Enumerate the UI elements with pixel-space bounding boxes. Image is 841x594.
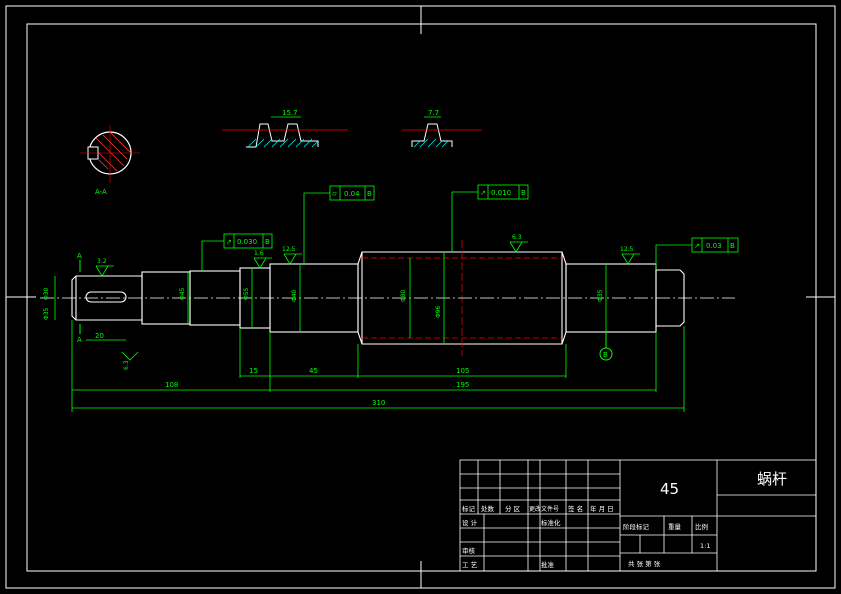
rough-2: 12.5 [282, 246, 296, 253]
tol-mid-value: 0.010 [491, 189, 511, 197]
outer-border [5, 5, 836, 589]
length-dims [71, 320, 685, 412]
tol-right-leader [655, 244, 692, 270]
tol-mid-leader [451, 191, 478, 252]
tb-material: 45 [660, 480, 679, 498]
keyway [85, 291, 127, 303]
tol-left-value: 0.030 [237, 238, 257, 246]
tolerance-leaders [201, 184, 739, 272]
tb-scale-label: 比例 [695, 522, 708, 531]
tol-right-value: 0.03 [706, 242, 722, 250]
rough-5: 12.5 [620, 246, 634, 253]
tooth-profile-left-dim: 15.7 [282, 109, 298, 117]
tol-right-symbol: ↗ [694, 242, 700, 250]
tol-cyl-symbol: ⌭ [332, 190, 337, 198]
title-block-texts: 45 蜗杆 标记 处数 分 区 更改文件号 签 名 年 月 日 设 计 标准化 … [462, 470, 787, 569]
roughness-marks [95, 241, 640, 361]
title-block-frame [459, 459, 817, 572]
tooth-profile-right: 7.7 [402, 109, 482, 148]
dim-len-105: 105 [456, 367, 469, 375]
tb-header-4: 签 名 [568, 504, 583, 513]
dim-d-mid1: Φ45 [179, 287, 186, 300]
tb-header-2: 分 区 [505, 504, 521, 513]
rough-1: 3.2 [97, 258, 107, 265]
tol-left-leader [201, 240, 224, 272]
rough-4: 6.3 [512, 234, 522, 241]
tooth-profile-right-hatch [413, 138, 449, 148]
title-block [459, 459, 817, 572]
tol-left-frame [223, 233, 273, 249]
rough-mark-4 [509, 241, 528, 253]
dim-d-right: Φ35 [597, 289, 604, 302]
dim-d-mid3: Φ40 [291, 289, 298, 302]
tb-approve: 批准 [541, 560, 555, 569]
dim-len-keyway: 20 [95, 332, 104, 340]
dim-total: 310 [372, 399, 385, 407]
rough-3: 1.6 [254, 250, 264, 257]
rough-mark-6 [121, 351, 139, 361]
tb-header-0: 标记 [462, 504, 476, 513]
inner-border [26, 23, 817, 572]
tb-standardize: 标准化 [541, 518, 561, 527]
section-view: A-A [80, 125, 140, 196]
rough-mark-2 [283, 253, 302, 265]
rough-mark-5 [621, 253, 640, 265]
tol-cyl-datum: B [367, 190, 372, 198]
section-label: A-A [95, 188, 107, 196]
section-mark-bottom: A [77, 336, 82, 344]
dim-len-45: 45 [309, 367, 318, 375]
tb-scale: 1:1 [700, 542, 710, 550]
tol-left-symbol: ↗ [226, 238, 232, 246]
length-texts: 20 108 15 45 105 195 310 [95, 332, 469, 407]
tb-part-name: 蜗杆 [757, 470, 787, 488]
tooth-profile-left: 15.7 [222, 109, 348, 148]
tb-header-1: 处数 [481, 504, 495, 513]
tooth-profile-left-shape [246, 123, 319, 148]
tol-right-datum: B [730, 242, 735, 250]
tooth-profile-right-shape [411, 123, 453, 147]
diameter-dims [54, 252, 607, 344]
tooth-profile-right-dim: 7.7 [428, 109, 439, 117]
diameter-texts: Φ30 Φ35 Φ45 Φ55 Φ40 Φ80 Φ96 Φ35 [43, 287, 604, 320]
tb-header-3: 更改文件号 [529, 505, 559, 513]
tol-left-datum: B [265, 238, 270, 246]
tol-mid-datum: B [521, 189, 526, 197]
tol-right-frame [691, 237, 739, 253]
dim-d-left1: Φ30 [43, 287, 50, 300]
tb-weight: 重量 [668, 523, 682, 531]
rough-6: 6.3 [123, 360, 130, 370]
rough-mark-1 [95, 265, 114, 277]
dim-d-worm: Φ80 [400, 289, 407, 302]
tb-design: 设 计 [462, 518, 478, 527]
datum-label: B [603, 351, 608, 359]
tooth-profile-left-hatch [247, 138, 319, 148]
tol-cyl-frame [329, 185, 375, 201]
tol-mid-symbol: ↗ [480, 189, 486, 197]
dim-d-left2: Φ35 [43, 307, 50, 320]
tolerance-texts: ↗ 0.030 B ⌭ 0.04 B ↗ 0.010 B ↗ 0.03 B [226, 189, 735, 250]
tol-cyl-leader [303, 192, 330, 264]
dim-len-195: 195 [456, 381, 469, 389]
tol-mid-frame [477, 184, 529, 200]
section-mark-top: A [77, 252, 82, 260]
tb-process: 工 艺 [462, 561, 478, 569]
tb-header-5: 年 月 日 [590, 504, 614, 513]
dim-len-15: 15 [249, 367, 258, 375]
roughness-texts: 3.2 12.5 1.6 6.3 12.5 6.3 [97, 234, 634, 370]
tol-cyl-value: 0.04 [344, 190, 360, 198]
dim-len-108: 108 [165, 381, 178, 389]
tb-sheets: 共 张 第 张 [628, 559, 661, 568]
rough-mark-3 [253, 257, 272, 269]
dim-d-mid2: Φ55 [243, 287, 250, 300]
tb-review: 审核 [462, 546, 476, 555]
dim-d-worm2: Φ96 [435, 305, 442, 318]
shaft-right-end [655, 269, 685, 327]
tb-stage-mark: 阶段标记 [623, 522, 650, 531]
